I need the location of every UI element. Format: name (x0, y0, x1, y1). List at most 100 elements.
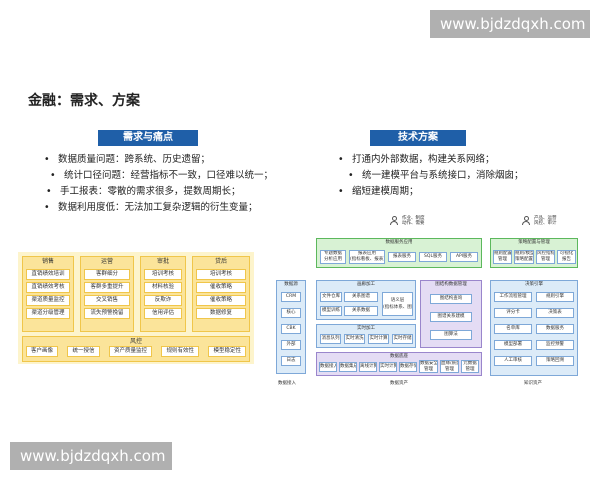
column-sales: 销售 直销绩效培训 直销绩效考核 渠道质量监控 渠道分级管理 (22, 256, 74, 332)
graph-chip: 图算法 (430, 330, 472, 340)
realtime-chip: 消息队列 (320, 334, 341, 344)
user-icon (390, 216, 398, 226)
graph-chip: 图结构查询 (430, 294, 472, 304)
decision-chip: 策略回溯 (536, 356, 574, 366)
watermark-top: www.bjdzdqxh.com (430, 10, 590, 38)
footer-label: 数据接入 (278, 381, 296, 386)
panel-title: 图结构数据管理 (435, 282, 467, 287)
strategy-chip: 可视化 报告 (557, 250, 576, 264)
model-chip: 关系数据 (344, 306, 378, 316)
column-item: 材料核验 (144, 282, 182, 293)
column-title: 销售 (41, 258, 54, 265)
panel-title: 数据服务应用 (385, 240, 413, 245)
panel-title: 数据底座 (390, 354, 408, 359)
solution-bullet: 统一建模平台与系统接口，消除烟囱； (348, 168, 524, 184)
needs-bullet: 统计口径问题：经营指标不一致，口径难以统一； (50, 168, 273, 184)
decision-chip: 工作流程管理 (494, 292, 532, 302)
column-title: 运营 (100, 258, 113, 265)
row-item: 模型稳定性 (208, 346, 246, 357)
source-chip: CRM (281, 292, 301, 302)
section-heading-needs: 需求与痛点 (98, 130, 198, 146)
service-chip: 报表服务 (388, 252, 416, 262)
realtime-chip: 实时计算 (368, 334, 389, 344)
solution-bullet: 打通内外部数据，构建关系网络； (338, 152, 524, 168)
column-item: 培训考核 (196, 269, 246, 280)
column-item: 催收策略 (196, 295, 246, 306)
foundation-chip: 数据集成 (339, 362, 357, 372)
column-item: 信用评估 (144, 308, 182, 319)
decision-chip: 模型部署 (494, 340, 532, 350)
row-item: 规则有效性 (161, 346, 199, 357)
column-item: 反欺诈 (144, 295, 182, 306)
row-item: 客户画像 (26, 346, 59, 357)
source-chip: 日志 (281, 356, 301, 366)
column-item: 数据修复 (196, 308, 246, 319)
column-item: 流失预警挽留 (84, 308, 130, 319)
strategy-chip: 风控指标 管理 (536, 250, 555, 264)
foundation-chip: 元数据 管理 (461, 360, 479, 373)
column-item: 客群多重提升 (84, 282, 130, 293)
column-post-loan: 贷后 培训考核 催收策略 催收策略 数据修复 (192, 256, 250, 332)
needs-bullet-list: 数据质量问题：跨系统、历史遗留； 统计口径问题：经营指标不一致，口径难以统一； … (44, 152, 273, 216)
needs-bullet: 数据质量问题：跨系统、历史遗留； (44, 152, 273, 168)
decision-chip: 规则引擎 (536, 292, 574, 302)
decision-chip: 数据服务 (536, 324, 574, 334)
column-item: 直销绩效考核 (26, 282, 70, 293)
foundation-chip: 实时计算 (379, 362, 397, 372)
realtime-chip: 实时存储 (392, 334, 413, 344)
column-title: 审批 (156, 258, 169, 265)
column-item: 渠道分级管理 (26, 308, 70, 319)
strategy-chip: 规则配置 管理 (493, 250, 512, 264)
decision-chip: 决策表 (536, 308, 574, 318)
column-approval: 审批 培训考核 材料核验 反欺诈 信用评估 (140, 256, 186, 332)
realtime-chip: 实时清洗 (344, 334, 365, 344)
service-chip: SQL服务 (419, 252, 447, 262)
decision-chip: 人工审核 (494, 356, 532, 366)
column-item: 培训考核 (144, 269, 182, 280)
panel-title: 数据源 (284, 282, 298, 287)
user-icon (522, 216, 530, 226)
footer-label: 知识资产 (524, 381, 542, 386)
graph-chip: 图谱关系建模 (430, 312, 472, 322)
strategy-chip: 规则/模型 策略配置 (514, 250, 534, 264)
architecture-diagram: 作业、制度 动作、需要 产品、运营 风控、审计 数据服务应用 专题数据 分析应用… (272, 214, 582, 390)
column-item: 交叉销售 (84, 295, 130, 306)
foundation-chip: 离线计算 (359, 362, 377, 372)
panel-title: 决策引擎 (525, 282, 543, 287)
decision-chip: 监控预警 (536, 340, 574, 350)
watermark-bottom: www.bjdzdqxh.com (10, 442, 172, 470)
column-item: 直销绩效培训 (26, 269, 70, 280)
persona-label: 作业、制度 动作、需要 (402, 216, 425, 226)
section-heading-solution: 技术方案 (370, 130, 466, 146)
source-chip: 核心 (281, 308, 301, 318)
needs-bullet: 手工报表：零散的需求很多，提数周期长； (46, 184, 273, 200)
panel-title: 策略配置与管理 (518, 240, 550, 245)
footer-label: 数据资产 (390, 381, 408, 386)
solution-bullet: 缩短建模周期； (338, 184, 524, 200)
row-title: 风控 (129, 338, 142, 345)
column-item: 客群细分 (84, 269, 130, 280)
column-operations: 运营 客群细分 客群多重提升 交叉销售 流失预警挽留 (80, 256, 134, 332)
row-item: 资产质量监控 (108, 346, 152, 357)
slide-title: 金融：需求、方案 (28, 93, 140, 109)
column-item: 催收策略 (196, 282, 246, 293)
needs-bullet: 数据利用度低：无法加工复杂逻辑的衍生变量； (44, 200, 273, 216)
foundation-chip: 数据接入 (319, 362, 337, 372)
model-chip: 文件仓库 (320, 292, 342, 302)
panel-title: 画廊加工 (357, 282, 375, 287)
service-chip: 报表应用 (指标看板、报表) (349, 250, 385, 264)
model-chip: 模型训练 (320, 306, 342, 316)
model-chip: 语义层 (指标体系、图谱) (382, 292, 413, 316)
source-chip: 外部 (281, 340, 301, 350)
foundation-chip: 数据安全 管理 (419, 360, 438, 373)
risk-control-row: 风控 客户画像 统一授信 资产质量监控 规则有效性 模型稳定性 (22, 336, 250, 362)
persona-label: 产品、运营 风控、审计 (534, 216, 557, 226)
service-chip: API服务 (450, 252, 478, 262)
foundation-chip: 数据存储 (399, 362, 417, 372)
column-title: 贷后 (214, 258, 227, 265)
service-chip: 专题数据 分析应用 (320, 250, 346, 264)
column-item: 渠道质量监控 (26, 295, 70, 306)
source-chip: CBK (281, 324, 301, 334)
decision-chip: 名单库 (494, 324, 532, 334)
model-chip: 关系图谱 (344, 292, 378, 302)
